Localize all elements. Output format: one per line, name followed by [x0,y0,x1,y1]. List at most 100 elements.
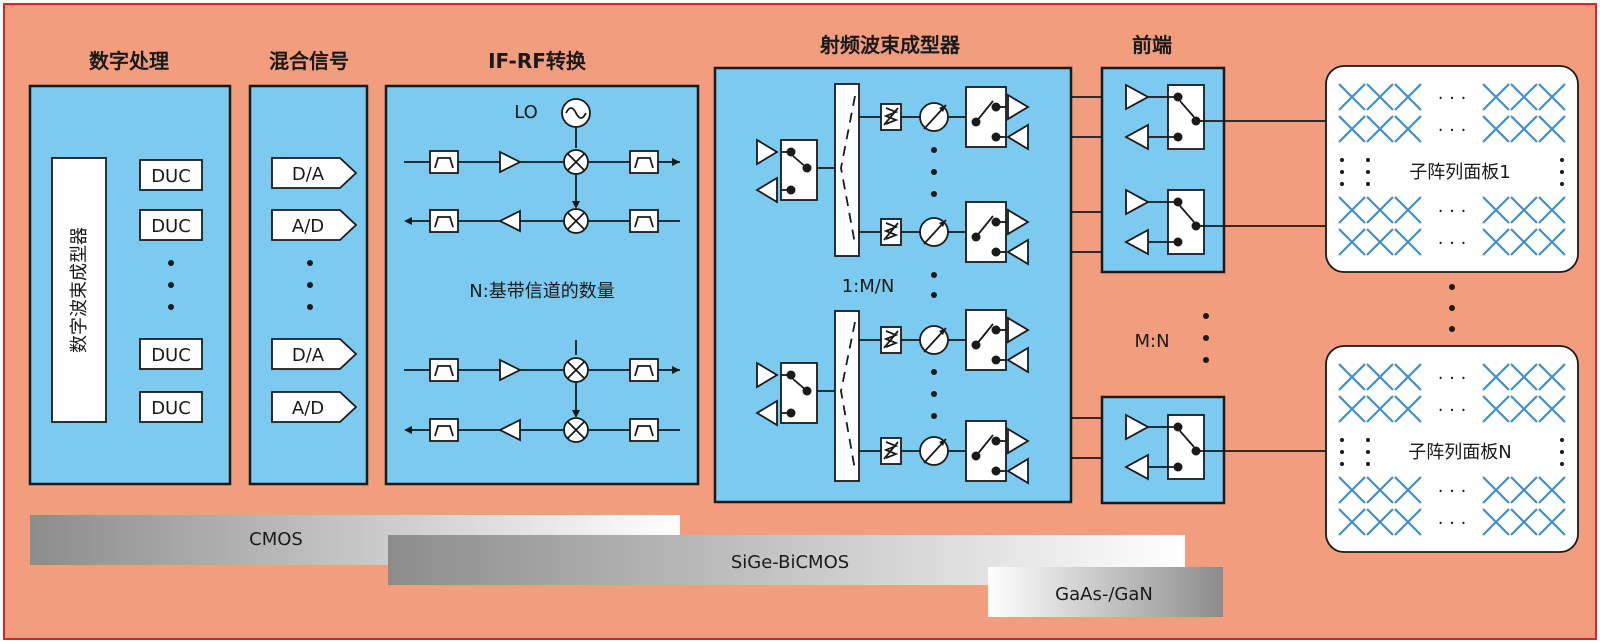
panel-n-ellipsis: · · · [1438,368,1467,389]
duc-ellipsis-dot [168,304,174,310]
converter-ellipsis-dot [307,304,313,310]
converter-box-2 [271,209,358,241]
bandpass-filter-icon [429,209,459,233]
bandpass-filter-icon [629,358,659,382]
arrow-left-icon [404,217,412,225]
splitter-dash [840,95,856,245]
panel-n-label: 子阵列面板N [1408,442,1511,463]
ellipsis-dot [1366,438,1370,442]
panel-n-ellipsis: · · · [1438,513,1467,534]
converter-ellipsis-dot [307,282,313,288]
lo-oscillator-icon [561,98,591,128]
attenuator-icon [880,218,902,246]
duc-box-2 [139,209,203,241]
bandpass-filter-icon [629,150,659,174]
connection-line [1071,96,1102,253]
ellipsis-dot [931,292,937,298]
panel-1-ellipsis: · · · [1438,233,1467,254]
panel-1-ellipsis: · · · [1438,120,1467,141]
phase-shifter-icon [919,325,949,355]
arrow-left-icon [404,426,412,434]
ellipsis-dot [1560,182,1564,186]
duc-box-1 [139,159,203,191]
duc-label-3: DUC [151,345,191,366]
ellipsis-dot [1560,450,1564,454]
title-if-rf: IF-RF转换 [488,49,587,73]
mixer-icon [563,417,589,443]
ellipsis-dot [931,169,937,175]
title-digital-processing: 数字处理 [89,49,169,73]
connection-line [1204,120,1326,452]
tech-bar-gaas [988,567,1223,617]
ellipsis-dot [1366,158,1370,162]
arrow-right-icon [672,366,680,374]
splitter-dash [840,321,856,471]
ellipsis-dot [931,413,937,419]
ellipsis-dot [1366,170,1370,174]
converter-box-1 [271,157,358,189]
panel-n-ellipsis: · · · [1438,400,1467,421]
bandpass-filter-icon [429,358,459,382]
panel-1-ellipsis: · · · [1438,201,1467,222]
attenuator-icon [880,437,902,465]
duc-label-2: DUC [151,216,191,237]
tech-label-cmos: CMOS [249,529,303,550]
bandpass-filter-icon [429,418,459,442]
ellipsis-dot [1366,450,1370,454]
bandpass-filter-icon [629,418,659,442]
mixer-icon [563,357,589,383]
digital-beamformer-label: 数字波束成型器 [69,227,90,353]
ellipsis-dot [1340,462,1344,466]
converter-label-1: D/A [292,164,325,185]
title-mixed-signal: 混合信号 [269,49,349,73]
channel-count-note: N:基带信道的数量 [469,281,615,302]
ellipsis-dot [1203,335,1209,341]
front-end-ratio-label: M:N [1134,331,1169,352]
duc-ellipsis-dot [168,282,174,288]
arrow-right-icon [672,158,680,166]
ellipsis-dot [931,391,937,397]
converter-label-2: A/D [292,216,324,237]
ellipsis-dot [1340,438,1344,442]
title-front-end: 前端 [1132,33,1172,57]
bandpass-filter-icon [429,150,459,174]
panel-1-label: 子阵列面板1 [1409,162,1510,183]
ellipsis-dot [931,147,937,153]
tech-label-sige: SiGe-BiCMOS [731,552,849,573]
ellipsis-dot [1340,170,1344,174]
rf-ratio-label: 1:M/N [842,276,895,297]
ellipsis-dot [1340,450,1344,454]
mixer-icon [563,208,589,234]
ellipsis-dot [1203,357,1209,363]
ellipsis-dot [1340,158,1344,162]
ellipsis-dot [931,369,937,375]
ellipsis-dot [1560,170,1564,174]
arrow-down-icon [572,201,580,209]
duc-label-1: DUC [151,166,191,187]
duc-box-4 [139,391,203,423]
subarray-panel-n [1325,345,1579,553]
arrow-down-icon [572,410,580,418]
mixer-icon [563,149,589,175]
bandpass-filter-icon [629,209,659,233]
digital-beamformer-box [51,157,107,423]
front-end-block-bottom [1100,395,1226,505]
panel-n-ellipsis: · · · [1438,481,1467,502]
duc-box-3 [139,338,203,370]
attenuator-icon [880,103,902,131]
tech-label-gaas: GaAs-/GaN [1055,584,1153,605]
ellipsis-dot [931,272,937,278]
converter-box-4 [271,391,358,423]
ellipsis-dot [1560,438,1564,442]
panel-1-ellipsis: · · · [1438,88,1467,109]
ellipsis-dot [1560,158,1564,162]
rf-beamformer-block [713,66,1073,504]
converter-label-4: A/D [292,398,324,419]
ellipsis-dot [1560,462,1564,466]
ellipsis-dot [1449,305,1455,311]
phase-shifter-icon [919,217,949,247]
converter-label-3: D/A [292,345,325,366]
subarray-panel-1 [1325,65,1579,273]
ellipsis-dot [1366,182,1370,186]
